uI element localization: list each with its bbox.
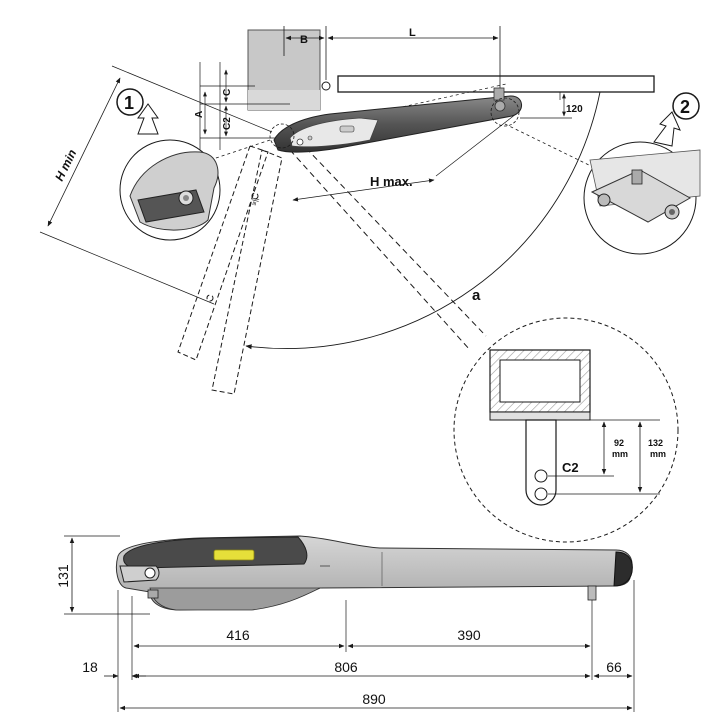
dimension-c-label: C <box>222 89 233 96</box>
dimension-92-unit: mm <box>612 449 628 459</box>
dimension-a-label: A <box>194 111 205 118</box>
dimension-390-label: 390 <box>457 627 481 643</box>
dimension-l-label: L <box>409 27 416 39</box>
dimension-66-label: 66 <box>606 659 622 675</box>
svg-text:≡||: ≡|| <box>251 197 260 206</box>
actuator-open-position <box>177 145 283 395</box>
h-min-label: H min <box>52 147 79 183</box>
dimension-b-label: B <box>300 34 308 46</box>
top-plan-view: B L A C C2 H min ≡|| <box>39 26 655 395</box>
callout-1-label: 1 <box>124 93 134 113</box>
callout-2-badge <box>672 92 700 120</box>
dimension-120-label: 120 <box>566 104 583 115</box>
callout-2-arrow <box>653 111 681 147</box>
dimension-890-label: 890 <box>362 691 386 707</box>
dimension-132-value: 132 <box>648 438 663 448</box>
dimension-18-label: 18 <box>82 659 98 675</box>
dimension-132-unit: mm <box>650 449 666 459</box>
detail-c2-label: C2 <box>562 460 579 475</box>
detail-view-c2: C2 92 mm 132 mm <box>453 317 679 543</box>
angle-a-label: a <box>472 287 481 304</box>
dimension-c2-label: C2 <box>222 117 233 130</box>
side-view: 131 416 390 18 806 66 890 <box>55 535 635 712</box>
h-max-label: H max. <box>370 174 413 189</box>
callout-1-badge <box>116 88 144 116</box>
dimension-131-label: 131 <box>55 564 71 588</box>
callout-1-arrow <box>137 103 159 135</box>
dimension-92-value: 92 <box>614 438 624 448</box>
dimension-416-label: 416 <box>226 627 250 643</box>
callout-2-label: 2 <box>680 97 690 117</box>
gate-hinge <box>321 81 331 91</box>
inset-2: 2 <box>583 92 701 255</box>
inset-1: 1 <box>116 88 221 241</box>
dimension-806-label: 806 <box>334 659 358 675</box>
opening-angle-arc <box>245 91 601 350</box>
actuator-closed-position <box>273 87 522 153</box>
indicator-label <box>213 549 255 561</box>
